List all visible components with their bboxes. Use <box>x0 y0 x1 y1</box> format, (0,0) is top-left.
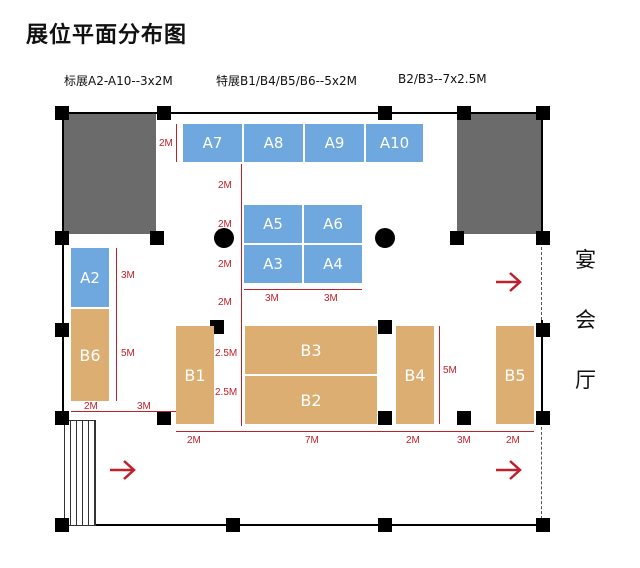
booth-a4[interactable]: A4 <box>304 245 362 283</box>
booth-a6[interactable]: A6 <box>304 205 362 243</box>
dim-a4-width: 3M <box>324 293 338 304</box>
wall-top <box>62 112 543 114</box>
door-right-upper <box>541 242 542 320</box>
pillar <box>157 411 171 425</box>
dim-aisle-1: 2M <box>218 180 232 191</box>
dim-a3-height: 2M <box>218 259 232 270</box>
pillar <box>536 411 550 425</box>
booth-a10[interactable]: A10 <box>366 124 423 162</box>
booth-b6[interactable]: B6 <box>71 309 109 401</box>
dim-b23-width: 7M <box>305 435 319 446</box>
legend-standard: 标展A2-A10--3x2M <box>64 74 173 88</box>
wall-right-mid <box>541 320 543 412</box>
dim-line <box>176 124 177 162</box>
arrow-right-icon <box>496 272 522 292</box>
booth-b5[interactable]: B5 <box>496 326 534 424</box>
pillar <box>536 106 550 120</box>
dim-b1-width: 2M <box>187 435 201 446</box>
booth-a3[interactable]: A3 <box>244 245 302 283</box>
dim-a2-height: 3M <box>121 270 135 281</box>
dim-b6-height: 5M <box>121 348 135 359</box>
page-title: 展位平面分布图 <box>26 22 188 48</box>
dim-line <box>241 164 242 426</box>
arrow-right-icon <box>110 460 136 480</box>
legend-special: 特展B1/B4/B5/B6--5x2M <box>216 74 357 88</box>
dim-a3-width: 3M <box>265 293 279 304</box>
booth-b1[interactable]: B1 <box>176 326 214 424</box>
dim-b6-width: 2M <box>84 401 98 412</box>
dim-line <box>116 248 117 401</box>
hall-label-char-1: 宴 <box>575 248 596 272</box>
booth-b2[interactable]: B2 <box>245 376 377 424</box>
pillar <box>536 518 550 532</box>
wall-left <box>62 112 64 412</box>
booth-a2[interactable]: A2 <box>71 248 109 307</box>
dim-b2-height: 2.5M <box>215 387 238 398</box>
pillar <box>55 323 69 337</box>
hall-label-char-3: 厅 <box>575 368 596 392</box>
legend-b2b3: B2/B3--7x2.5M <box>398 72 487 86</box>
dim-line <box>176 431 534 432</box>
pillar <box>55 231 69 245</box>
dim-a7-height: 2M <box>159 138 173 149</box>
pillar <box>150 231 164 245</box>
dim-gap: 3M <box>137 401 151 412</box>
round-column <box>375 228 395 248</box>
door-right-lower <box>541 412 542 524</box>
pillar <box>450 231 464 245</box>
wall-right-upper <box>541 112 543 242</box>
booth-a8[interactable]: A8 <box>244 124 303 162</box>
dim-b3-height: 2.5M <box>215 348 238 359</box>
dim-line <box>244 289 362 290</box>
dim-b4-height: 5M <box>443 365 457 376</box>
dim-aisle-2: 2M <box>218 297 232 308</box>
booth-b4[interactable]: B4 <box>396 326 434 424</box>
pillar <box>226 518 240 532</box>
pillar <box>378 320 392 334</box>
dim-b5-width: 2M <box>506 435 520 446</box>
pillar <box>55 518 69 532</box>
pillar <box>55 411 69 425</box>
booth-b3[interactable]: B3 <box>245 326 377 374</box>
pillar <box>378 518 392 532</box>
dim-line <box>71 411 176 412</box>
pillar <box>457 411 471 425</box>
pillar <box>157 106 171 120</box>
wall-bottom <box>62 524 543 526</box>
storage-right <box>457 114 541 234</box>
pillar <box>55 106 69 120</box>
storage-left <box>64 114 156 234</box>
booth-a7[interactable]: A7 <box>183 124 242 162</box>
dim-line <box>439 326 440 424</box>
round-column <box>214 228 234 248</box>
entrance-stairs <box>64 420 96 526</box>
pillar <box>378 411 392 425</box>
dim-b4-b5-gap: 3M <box>457 435 471 446</box>
arrow-right-icon <box>496 460 522 480</box>
pillar <box>536 231 550 245</box>
pillar <box>457 106 471 120</box>
hall-label-char-2: 会 <box>575 308 596 332</box>
pillar <box>378 106 392 120</box>
dim-a5-height: 2M <box>218 219 232 230</box>
dim-b4-width: 2M <box>406 435 420 446</box>
booth-a5[interactable]: A5 <box>244 205 302 243</box>
pillar <box>536 323 550 337</box>
booth-a9[interactable]: A9 <box>305 124 364 162</box>
